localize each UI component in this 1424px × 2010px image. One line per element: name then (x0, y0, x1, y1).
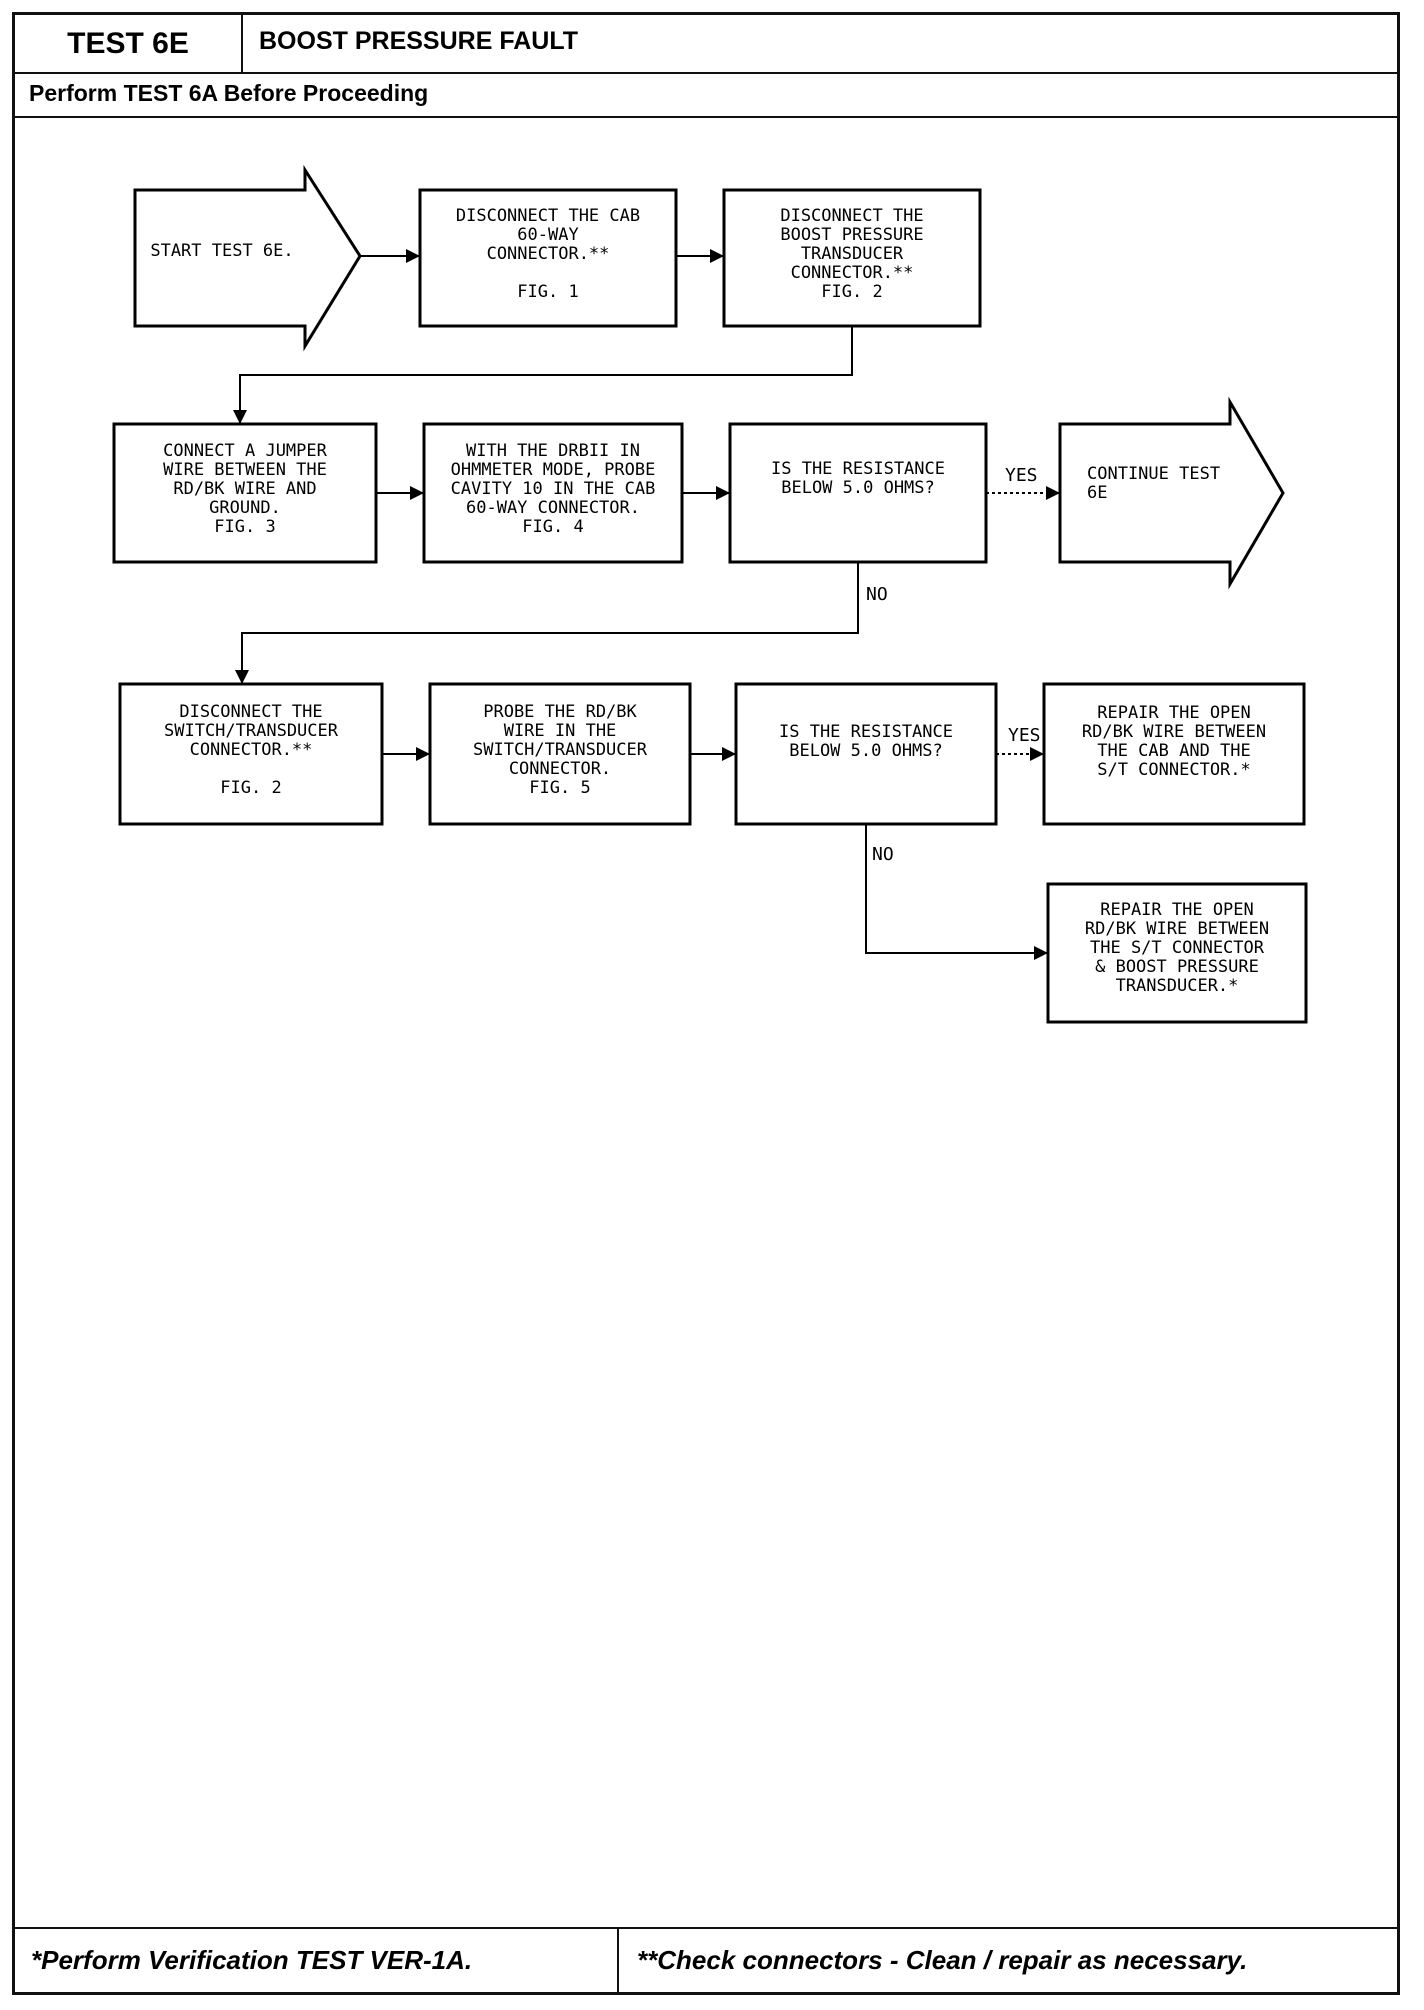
box-text-line: RD/BK WIRE BETWEEN (1085, 919, 1269, 939)
box-text-line: CONNECTOR. (509, 759, 611, 779)
arrow-boost-to-jumper (233, 326, 853, 424)
box-text-line: RD/BK WIRE BETWEEN (1082, 722, 1266, 742)
label-yes-1: YES (1005, 465, 1038, 486)
box-text-line: TRANSDUCER (801, 244, 904, 264)
box-text-line: IS THE RESISTANCE (779, 722, 953, 742)
box-text-line: IS THE RESISTANCE (771, 459, 945, 479)
footnote-connectors-text: **Check connectors - Clean / repair as n… (637, 1945, 1248, 1975)
box-text-line: BELOW 5.0 OHMS? (781, 478, 935, 498)
box-text-line: START TEST 6E. (150, 241, 293, 261)
box-text-line (246, 759, 256, 779)
probe-cavity-box (422, 422, 684, 564)
box-text-line: TRANSDUCER.* (1116, 976, 1239, 996)
arrow-decision2-no (865, 824, 1048, 960)
box-text-line: CONNECTOR.** (487, 244, 610, 264)
box-text-line: S/T CONNECTOR.* (1097, 760, 1251, 780)
box-text-line: REPAIR THE OPEN (1097, 703, 1251, 723)
box-text-line: FIG. 1 (517, 282, 578, 302)
box-text-line: CAVITY 10 IN THE CAB (451, 479, 656, 499)
box-text-line: 60-WAY CONNECTOR. (466, 498, 640, 518)
start-text: START TEST 6E. (150, 241, 293, 261)
box-text-line: RD/BK WIRE AND (173, 479, 316, 499)
box-text-line: BOOST PRESSURE (780, 225, 923, 245)
connect-jumper-box (112, 422, 378, 564)
box-text-line: OHMMETER MODE, PROBE (451, 460, 656, 480)
footnote-connectors: **Check connectors - Clean / repair as n… (619, 1929, 1397, 1992)
box-text-line: FIG. 2 (220, 778, 281, 798)
test-title: BOOST PRESSURE FAULT (259, 27, 579, 55)
label-no-2: NO (872, 844, 894, 865)
start-arrow-shape (133, 164, 362, 352)
box-text-line: CONNECTOR.** (791, 263, 914, 283)
box-text-line: REPAIR THE OPEN (1100, 900, 1254, 920)
prerequisite-row: Perform TEST 6A Before Proceeding (15, 72, 1397, 118)
footnote-verification-text: *Perform Verification TEST VER-1A. (31, 1945, 473, 1975)
box-text-line: DISCONNECT THE (780, 206, 923, 226)
box-text-line: FIG. 3 (214, 517, 275, 537)
disconnect-switch-box (118, 682, 384, 826)
box-text-line: FIG. 4 (522, 517, 583, 537)
footnote-verification: *Perform Verification TEST VER-1A. (15, 1929, 619, 1992)
box-text-line: THE S/T CONNECTOR (1090, 938, 1265, 958)
disconnect-cab-box (418, 188, 678, 328)
box-text-line: SWITCH/TRANSDUCER (473, 740, 648, 760)
test-sheet: TEST 6E BOOST PRESSURE FAULT Perform TES… (12, 12, 1400, 1995)
box-text-line: SWITCH/TRANSDUCER (164, 721, 339, 741)
box-text-line: THE CAB AND THE (1097, 741, 1251, 761)
box-text-line: PROBE THE RD/BK (483, 702, 637, 722)
arrow-decision1-no (235, 562, 859, 684)
box-text-line: DISCONNECT THE CAB (456, 206, 640, 226)
continue-arrow-shape (1058, 396, 1285, 590)
box-text-line: 60-WAY (517, 225, 578, 245)
box-text-line: & BOOST PRESSURE (1095, 957, 1259, 977)
box-text-line: FIG. 2 (821, 282, 882, 302)
box-text-line (543, 263, 553, 283)
box-text-line: GROUND. (209, 498, 281, 518)
box-text-line: CONNECTOR.** (190, 740, 313, 760)
footer: *Perform Verification TEST VER-1A. **Che… (15, 1927, 1397, 1992)
box-text-line: FIG. 5 (529, 778, 590, 798)
test-id: TEST 6E (15, 15, 243, 72)
box-text-line: WIRE IN THE (504, 721, 617, 741)
repair-st-boost-box (1046, 882, 1308, 1024)
repair-cab-st-box (1042, 682, 1306, 826)
box-text-line: WIRE BETWEEN THE (163, 460, 327, 480)
box-text-line: WITH THE DRBII IN (466, 441, 640, 461)
box-text-line: CONNECT A JUMPER (163, 441, 328, 461)
box-text-line: CONTINUE TEST (1087, 464, 1220, 484)
decision1-box (728, 422, 988, 564)
box-text-line: DISCONNECT THE (179, 702, 322, 722)
probe-rdbk-box (428, 682, 692, 826)
label-no-1: NO (866, 584, 888, 605)
disconnect-boost-box (722, 188, 982, 328)
label-yes-2: YES (1008, 725, 1041, 746)
box-text-line: BELOW 5.0 OHMS? (789, 741, 943, 761)
box-text-line: 6E (1087, 483, 1107, 503)
prerequisite-text: Perform TEST 6A Before Proceeding (29, 80, 429, 106)
header-row: TEST 6E BOOST PRESSURE FAULT (15, 15, 1397, 74)
